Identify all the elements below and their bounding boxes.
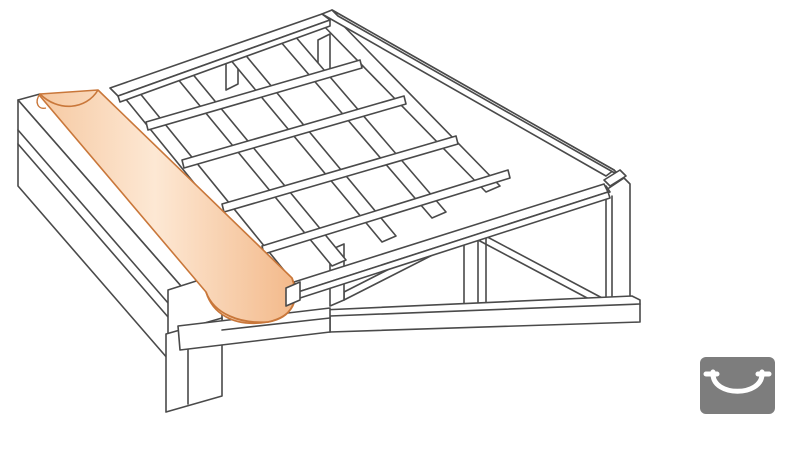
wall-block — [17, 93, 331, 413]
roof-edge-right — [321, 9, 615, 177]
gutter-profile-badge — [700, 357, 775, 414]
base-beam — [321, 295, 641, 333]
half-round-gutter-icon — [703, 369, 772, 394]
purlin-2 — [181, 95, 407, 169]
purlin-1 — [145, 59, 363, 131]
purlin-3 — [221, 135, 459, 213]
roof-purlins — [109, 9, 627, 299]
rear-brace-1 — [477, 231, 607, 309]
